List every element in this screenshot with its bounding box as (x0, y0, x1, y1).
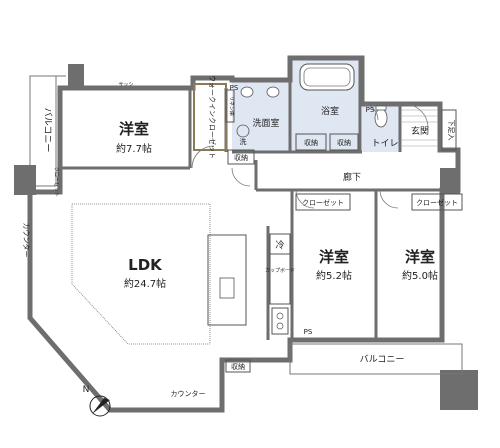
closet-strip-1 (295, 193, 351, 211)
label-shoe-storage: 下足入 (447, 120, 455, 141)
column-right (440, 168, 460, 194)
wash-basin-1 (240, 86, 254, 98)
label-north: N (83, 385, 90, 395)
doors (191, 103, 429, 209)
label-linen-closet: リネン庫 (228, 96, 235, 116)
label-storage-4: 収納 (231, 362, 245, 371)
label-toilet: トイレ (371, 139, 398, 149)
kitchen-island (207, 234, 247, 326)
label-balcony-left: バルコニー (42, 108, 53, 153)
label-bathroom: 浴室 (321, 105, 339, 117)
column-bottom-right (440, 370, 478, 410)
label-balcony-bottom: バルコニー (360, 354, 405, 365)
entrance-tiles (402, 109, 438, 147)
room-name-western-2: 洋室 (319, 248, 349, 266)
label-entrance: 玄関 (411, 125, 429, 137)
storage-box-1 (295, 133, 327, 151)
room-area-western-3: 約5.0帖 (402, 269, 438, 282)
label-corridor: 廊下 (343, 171, 361, 183)
toilet-bowl (374, 108, 388, 128)
storage-box-2 (329, 133, 359, 151)
north-arrow-icon (89, 395, 111, 417)
balcony-bottom-area (289, 343, 463, 375)
label-closet-3: クローゼット (53, 167, 60, 197)
ldk-ceiling-outline (71, 203, 211, 345)
label-wash: 洗 (240, 137, 247, 146)
label-storage-1: 収納 (304, 138, 318, 147)
room-name-western-1: 洋室 (119, 120, 149, 138)
label-washroom: 洗面室 (252, 117, 279, 129)
linen-closet-box (225, 89, 235, 123)
label-counter-left: カウンター (22, 223, 31, 258)
label-fridge: 冷 (275, 239, 284, 251)
label-counter-bottom: カウンター (171, 389, 206, 398)
column-left (14, 165, 36, 195)
storage-box-3 (227, 149, 255, 165)
label-ps-2: PS (366, 106, 375, 114)
closet-strip-2 (411, 193, 463, 211)
bathtub-inner (303, 67, 351, 87)
room-name-western-3: 洋室 (405, 248, 435, 266)
column-top (68, 64, 84, 86)
washer (236, 124, 250, 138)
label-ps-3: PS (304, 328, 313, 336)
shoe-storage-box (441, 109, 457, 151)
cooktop (271, 307, 289, 335)
kitchen-island-sink (219, 277, 235, 299)
storage-box-4 (225, 359, 251, 373)
bathtub (299, 63, 355, 91)
label-ps-1: PS (230, 84, 239, 92)
cupboard-box (269, 253, 291, 305)
label-closet-1: クローゼット (302, 198, 344, 207)
room-name-ldk: LDK (128, 256, 163, 274)
wash-basin-2 (266, 86, 280, 98)
label-closet-2: クローゼット (416, 198, 458, 207)
label-sash: サッシ (118, 82, 133, 88)
label-walk-in-closet: ウォークインクローゼット (208, 75, 217, 159)
room-area-ldk: 約24.7帖 (124, 277, 166, 290)
label-storage-3: 収納 (234, 153, 248, 162)
toilet-tank (375, 105, 387, 111)
label-cupboard: カップボード (265, 267, 295, 274)
room-area-western-2: 約5.2帖 (316, 269, 352, 282)
room-area-western-1: 約7.7帖 (116, 142, 152, 155)
label-storage-2: 収納 (337, 138, 351, 147)
